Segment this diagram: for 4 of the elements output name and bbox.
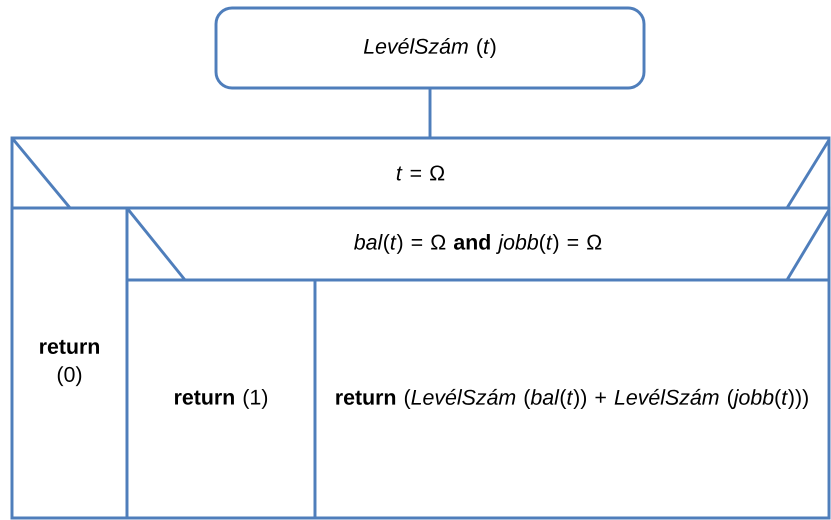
statement-cell: return (1) — [126, 278, 316, 520]
terminal-box: LevélSzám (t) — [214, 6, 646, 90]
connector-line — [428, 89, 432, 137]
statement-cell: return (0) — [10, 206, 128, 520]
